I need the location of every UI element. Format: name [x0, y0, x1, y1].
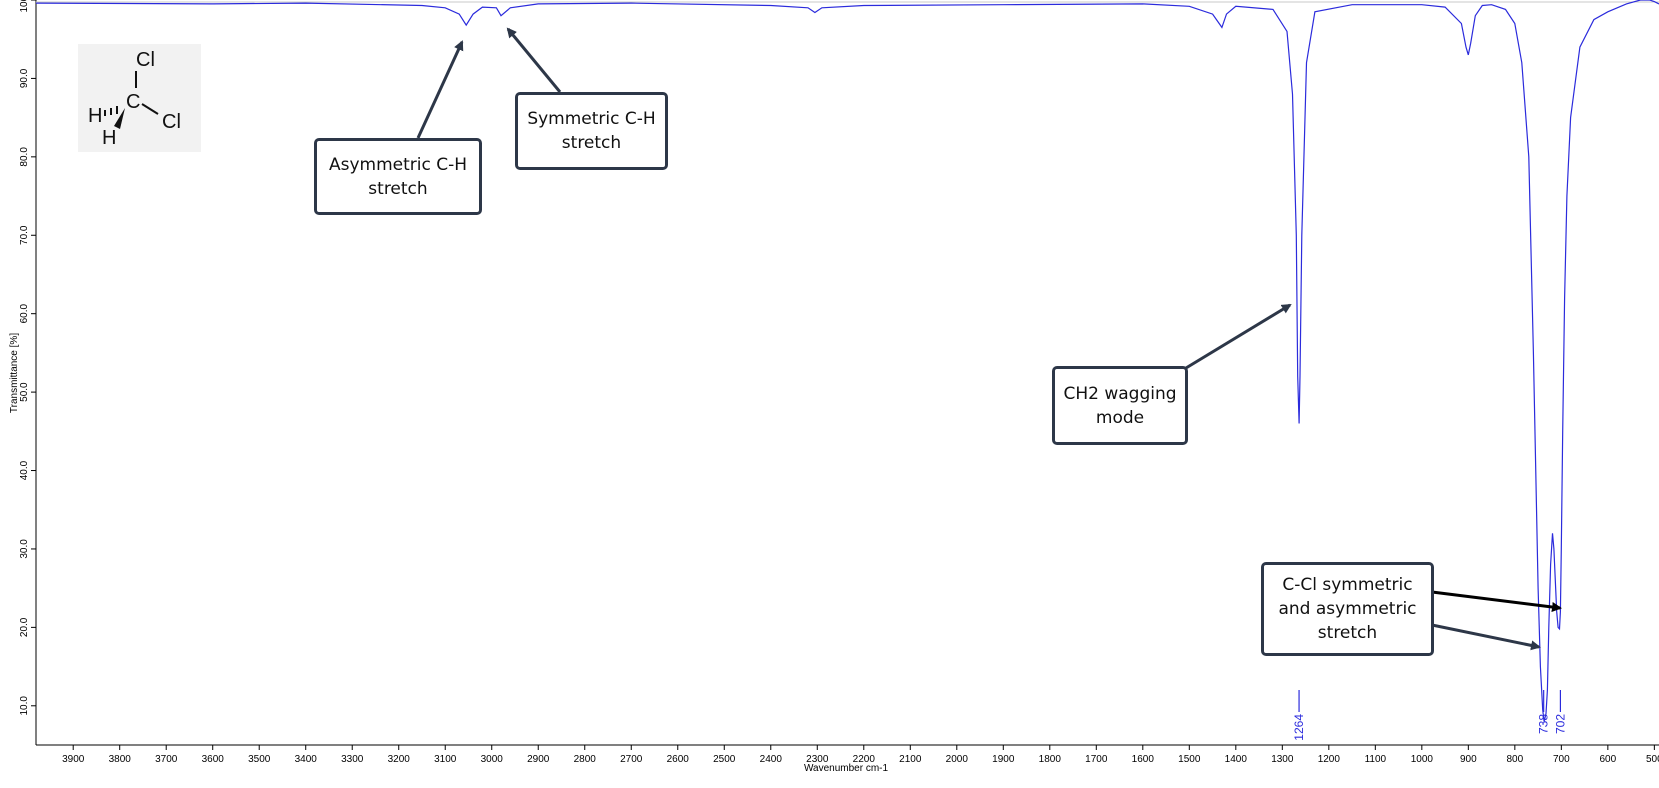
arrow-asym-ch	[416, 40, 464, 139]
x-tick-label: 2000	[946, 754, 969, 765]
x-ticks: 3900 3800 3700 3600 3500 3400 3300 3200 3100 3000…	[62, 745, 1659, 765]
x-tick-label: 3600	[202, 754, 225, 765]
atom-h-left: H	[88, 105, 102, 127]
y-tick-label: 80.0	[19, 147, 30, 167]
bond-c-cl-right	[141, 103, 159, 115]
x-tick-label: 1600	[1132, 754, 1155, 765]
x-tick-label: 2900	[527, 754, 550, 765]
x-tick-label: 3400	[295, 754, 318, 765]
peak-label: 702	[1553, 714, 1567, 734]
callout-asym-ch-line1: Asymmetric C-H	[328, 154, 468, 175]
x-tick-label: 3500	[248, 754, 271, 765]
x-tick-label: 3800	[109, 754, 132, 765]
y-tick-label: 20.0	[19, 617, 30, 637]
atom-c: C	[126, 91, 140, 113]
x-tick-label: 1200	[1318, 754, 1341, 765]
x-tick-label: 1700	[1085, 754, 1108, 765]
callout-asym-ch: Asymmetric C-H stretch	[314, 138, 482, 215]
y-tick-label: 50.0	[19, 382, 30, 402]
x-tick-label: 2200	[853, 754, 876, 765]
x-axis-label: Wavenumber cm-1	[804, 763, 889, 774]
x-tick-label: 2700	[620, 754, 643, 765]
y-ticks: 10.0 20.0 30.0 40.0 50.0 60.0 70.0 80.0 90.0 100.…	[19, 0, 36, 716]
arrow-ch2-wag	[1185, 303, 1292, 370]
atom-cl-right: Cl	[162, 111, 181, 133]
x-tick-label: 1400	[1225, 754, 1248, 765]
x-tick-label: 1100	[1365, 754, 1387, 765]
callout-asym-ch-line2: stretch	[368, 178, 428, 199]
callout-sym-ch-line1: Symmetric C-H	[527, 109, 656, 129]
x-tick-label: 3300	[341, 754, 364, 765]
x-tick-label: 1800	[1039, 754, 1062, 765]
x-tick-label: 900	[1460, 754, 1477, 765]
peak-label: 738	[1537, 714, 1551, 734]
x-tick-label: 3000	[481, 754, 504, 765]
arrow-c-cl-sym	[1431, 590, 1562, 612]
callout-c-cl-line2: and asymmetric	[1278, 599, 1417, 619]
callout-c-cl-line1: C-Cl symmetric	[1282, 575, 1413, 595]
y-tick-label: 90.0	[19, 68, 30, 88]
y-tick-label: 60.0	[19, 304, 30, 324]
x-tick-label: 3700	[155, 754, 178, 765]
y-tick-label: 70.0	[19, 225, 30, 245]
x-tick-label: 3200	[388, 754, 411, 765]
callout-sym-ch-line2: stretch	[561, 133, 622, 153]
x-tick-label: 1900	[992, 754, 1015, 765]
x-tick-label: 2100	[899, 754, 922, 765]
callout-sym-ch: Symmetric C-H stretch	[515, 92, 668, 170]
peak-label: 1264	[1292, 714, 1306, 741]
arrow-c-cl-asym	[1431, 623, 1541, 651]
x-tick-label: 1000	[1411, 754, 1434, 765]
callout-ch2-wag: CH2 wagging mode	[1052, 366, 1188, 445]
atom-h-bottom: H	[102, 127, 116, 149]
annotation-arrows	[416, 27, 1562, 651]
x-tick-label: 1300	[1271, 754, 1294, 765]
x-tick-label: 2300	[806, 754, 829, 765]
x-tick-label: 3900	[62, 754, 85, 765]
x-tick-label: 2600	[667, 754, 690, 765]
dichloromethane-diagram: Cl C Cl H H	[88, 49, 181, 149]
hashed-bond	[104, 106, 118, 116]
x-tick-label: 800	[1506, 754, 1523, 765]
x-tick-label: 1500	[1178, 754, 1201, 765]
y-axis-label: Transmittance [%]	[9, 333, 20, 413]
y-tick-label: 30.0	[19, 539, 30, 559]
callout-c-cl: C-Cl symmetric and asymmetric stretch	[1261, 562, 1434, 656]
x-tick-label: 2400	[760, 754, 783, 765]
axes	[35, 0, 1659, 746]
callout-ch2-wag-line2: mode	[1095, 407, 1145, 428]
y-tick-label: 10.0	[19, 696, 30, 716]
x-tick-label: 3100	[434, 754, 457, 765]
wedge-bond	[114, 108, 125, 129]
x-tick-label: 2500	[713, 754, 736, 765]
x-tick-label: 700	[1553, 754, 1570, 765]
molecule-structure: Cl C Cl H H	[78, 44, 201, 152]
x-tick-label: 600	[1600, 754, 1617, 765]
x-tick-label: 500	[1646, 754, 1659, 765]
y-tick-label: 40.0	[19, 460, 30, 480]
x-tick-label: 2800	[574, 754, 597, 765]
callout-ch2-wag-line1: CH2 wagging	[1063, 383, 1177, 404]
atom-cl-top: Cl	[136, 49, 155, 71]
callout-c-cl-line3: stretch	[1317, 623, 1378, 643]
y-tick-label: 100.0	[19, 0, 30, 13]
arrow-sym-ch	[506, 27, 562, 93]
